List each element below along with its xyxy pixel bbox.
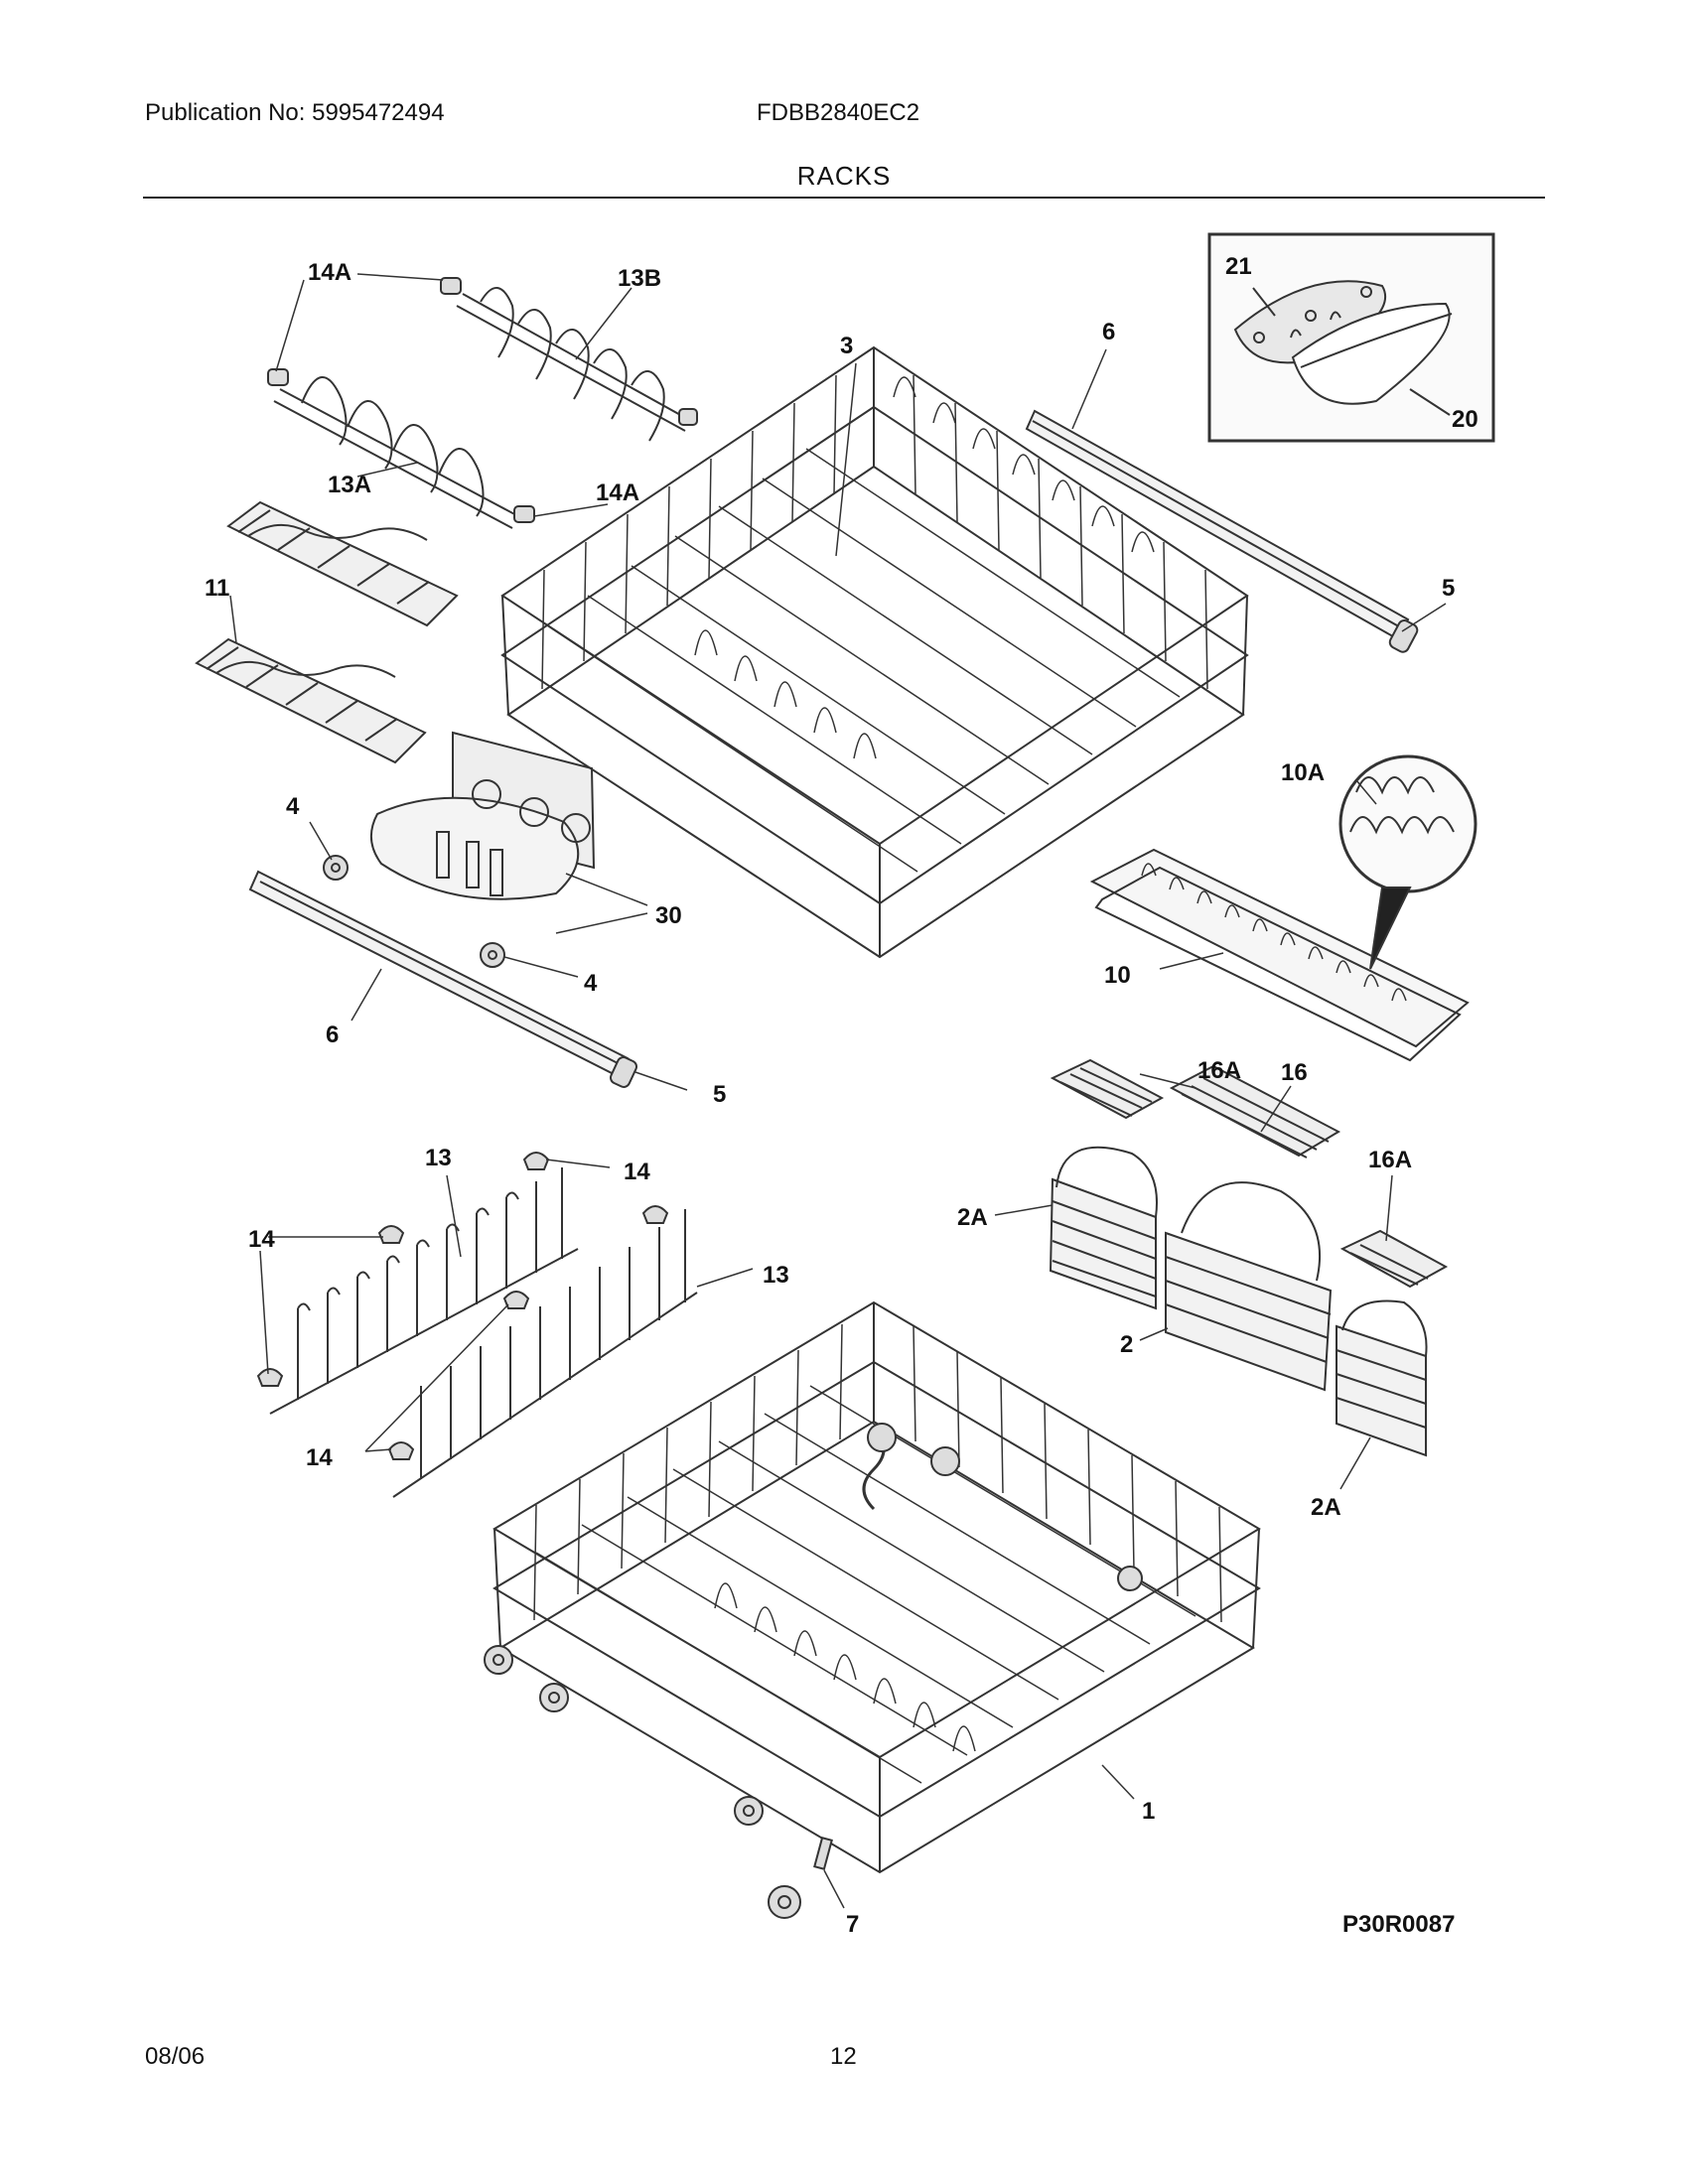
callout-14A-top: 14A xyxy=(308,259,352,286)
callout-13-right: 13 xyxy=(763,1262,789,1289)
lower-rack-wheels xyxy=(484,1645,764,1826)
part-20-clip xyxy=(1291,302,1453,405)
footer-date: 08/06 xyxy=(145,2043,206,2070)
shelf-10 xyxy=(1089,848,1470,1062)
clip-14-d xyxy=(256,1368,284,1387)
rail-end-5-lower xyxy=(609,1056,638,1088)
clip-14-a xyxy=(522,1152,550,1170)
callout-13A: 13A xyxy=(328,472,371,498)
basket-lid-16 xyxy=(1169,1064,1341,1159)
callout-30: 30 xyxy=(655,902,682,929)
inset-box xyxy=(1207,232,1495,443)
callout-14-top: 14 xyxy=(624,1159,650,1185)
rail-6-upper xyxy=(1025,409,1410,641)
callout-3: 3 xyxy=(840,333,853,359)
lower-rack-1 xyxy=(492,1300,1261,1874)
tine-row-13-lower xyxy=(392,1209,698,1498)
cup-shelf-13B xyxy=(440,277,698,442)
page-number: 12 xyxy=(830,2043,857,2070)
callout-2: 2 xyxy=(1120,1331,1133,1358)
callout-11: 11 xyxy=(205,575,229,602)
insert-11-lower xyxy=(195,637,427,764)
callout-6-top: 6 xyxy=(1102,319,1115,345)
clip-14-c xyxy=(641,1205,669,1224)
callout-16A-right: 16A xyxy=(1368,1147,1412,1173)
basket-2A-left xyxy=(1049,1146,1158,1310)
callout-13B: 13B xyxy=(618,265,661,292)
clip-14-b xyxy=(377,1225,405,1244)
callout-16: 16 xyxy=(1281,1059,1308,1086)
callout-5-top: 5 xyxy=(1442,575,1455,602)
basket-lid-16A-right xyxy=(1339,1229,1449,1289)
callout-14A-mid: 14A xyxy=(596,479,639,506)
model-number: FDBB2840EC2 xyxy=(757,99,920,126)
callout-4-upper: 4 xyxy=(286,793,300,820)
tine-row-13-upper xyxy=(269,1167,579,1415)
callout-21: 21 xyxy=(1225,253,1252,280)
rail-end-5-upper xyxy=(1388,619,1419,653)
publication-number: Publication No: 5995472494 xyxy=(145,99,445,126)
upper-rack-3 xyxy=(500,345,1249,959)
diagram-code: P30R0087 xyxy=(1342,1911,1455,1938)
callout-1: 1 xyxy=(1142,1798,1155,1825)
section-title: RACKS xyxy=(796,161,892,191)
callout-7: 7 xyxy=(846,1911,859,1938)
wheel-4-upper xyxy=(323,855,349,881)
magnifier-10A xyxy=(1338,754,1477,970)
clip-14-e xyxy=(502,1291,530,1309)
rail-6-lower xyxy=(248,870,630,1078)
callout-6-bottom: 6 xyxy=(326,1022,339,1048)
basket-2 xyxy=(1165,1181,1333,1392)
callout-14-left: 14 xyxy=(248,1226,275,1253)
callout-14-bottom: 14 xyxy=(306,1444,333,1471)
callout-5-bottom: 5 xyxy=(713,1081,726,1108)
callout-2A-bottom: 2A xyxy=(1311,1494,1341,1521)
wheel-assembly-7 xyxy=(768,1836,833,1919)
basket-2A-right xyxy=(1336,1299,1428,1457)
wheel-4-lower xyxy=(480,942,505,968)
bracket-30 xyxy=(370,731,596,900)
callout-10A: 10A xyxy=(1281,759,1325,786)
leader-lines xyxy=(229,273,1447,1909)
callout-20: 20 xyxy=(1452,406,1478,433)
callout-16A-top: 16A xyxy=(1197,1057,1241,1084)
cup-shelf-13A xyxy=(267,368,535,529)
callout-4-lower: 4 xyxy=(584,970,598,997)
callout-labels: 14A 13B 3 6 21 20 13A 14A 11 5 10A 4 30 … xyxy=(205,253,1478,1938)
clip-14-f xyxy=(387,1441,415,1460)
callout-10: 10 xyxy=(1104,962,1131,989)
insert-11-upper xyxy=(226,500,459,627)
callout-2A-left: 2A xyxy=(957,1204,988,1231)
callout-13-top: 13 xyxy=(425,1145,452,1171)
header-divider xyxy=(143,197,1545,199)
basket-lid-16A-left xyxy=(1050,1058,1165,1120)
